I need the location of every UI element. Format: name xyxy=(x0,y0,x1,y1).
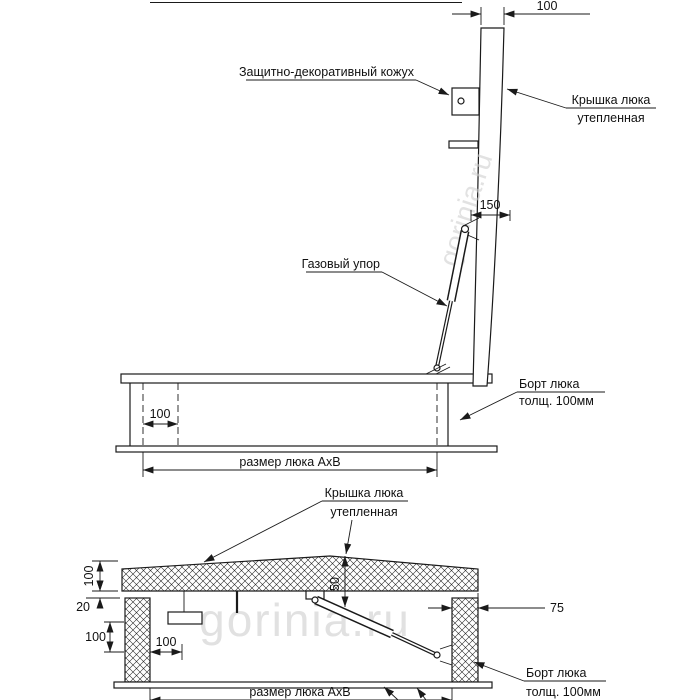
gas-strut-section xyxy=(305,590,453,666)
label-cover-section-line2: утепленная xyxy=(330,505,397,519)
frame-bottom-flange-section xyxy=(113,681,493,689)
label-cover-line1: Крышка люка xyxy=(572,93,651,107)
dim-wall-100: 100 xyxy=(143,407,178,428)
dim-text-100-left-lower: 100 xyxy=(85,630,106,644)
dim-text-75: 75 xyxy=(550,601,564,615)
gas-strut xyxy=(425,217,480,375)
dim-text-100-cover-section: 100 xyxy=(82,566,96,587)
label-cover-line2: утепленная xyxy=(577,111,644,125)
dim-size-top: размер люка АхВ xyxy=(142,452,438,477)
strut-lower-pivot-section xyxy=(433,651,441,659)
label-bort-section-line1: Борт люка xyxy=(526,666,586,680)
protective-casing xyxy=(451,87,480,116)
dim-text-size-section: размер люка АхВ xyxy=(249,685,350,699)
dim-size-section: размер люка АхВ xyxy=(149,685,453,700)
dim-text-150: 150 xyxy=(480,198,501,212)
bort-callout-section: Борт люка толщ. 100мм xyxy=(473,661,606,699)
label-bort-line1: Борт люка xyxy=(519,377,579,391)
cover-callout-section: Крышка люка утепленная xyxy=(203,486,408,563)
dim-text-100-top: 100 xyxy=(537,0,558,13)
label-bort-section-line2: толщ. 100мм xyxy=(526,685,601,699)
dim-left-stack: 100 20 100 xyxy=(76,560,124,653)
frame-base xyxy=(115,383,498,453)
frame-bottom-flange xyxy=(115,445,498,453)
strut-callout: Газовый упор xyxy=(302,257,448,307)
hatch-cover-section xyxy=(121,555,479,592)
dim-inner-100: 100 xyxy=(150,635,183,660)
bort-callout-top: Борт люка толщ. 100мм xyxy=(459,377,605,421)
dim-overhang-75: 75 xyxy=(428,593,564,615)
cover-handle xyxy=(448,140,479,149)
label-cover-section-line1: Крышка люка xyxy=(325,486,404,500)
frame-wall-right xyxy=(451,597,479,683)
dim-text-50: 50 xyxy=(328,577,342,591)
casing-callout: Защитно-декоративный кожух xyxy=(239,65,450,96)
strut-upper-pivot-section xyxy=(311,596,319,604)
section-view: gorinia.ru Крышка люка утепленная xyxy=(76,486,606,700)
dim-text-100-inner: 100 xyxy=(156,635,177,649)
dim-text-20: 20 xyxy=(76,600,90,614)
cutoff-leaders xyxy=(383,686,427,700)
label-gas-strut: Газовый упор xyxy=(302,257,380,271)
dim-bracket-150: 150 xyxy=(470,198,511,221)
dim-text-size-top: размер люка АхВ xyxy=(239,455,340,469)
dim-cover-thickness-top: 100 xyxy=(452,0,590,25)
strut-upper-pivot xyxy=(460,224,470,234)
top-view: gorinia.ru 100 Защитно-декоративный кожу… xyxy=(115,0,656,477)
dim-center-50: 50 xyxy=(328,556,349,607)
watermark-horizontal: gorinia.ru xyxy=(199,594,411,646)
label-bort-line2: толщ. 100мм xyxy=(519,394,594,408)
frame-wall-left xyxy=(124,597,151,683)
cover-callout: Крышка люка утепленная xyxy=(506,88,656,125)
label-casing: Защитно-декоративный кожух xyxy=(239,65,415,79)
hatch-cover-open xyxy=(472,27,505,387)
dim-text-100-wall: 100 xyxy=(150,407,171,421)
casing-section xyxy=(167,591,203,625)
frame-top-flange xyxy=(120,373,493,384)
